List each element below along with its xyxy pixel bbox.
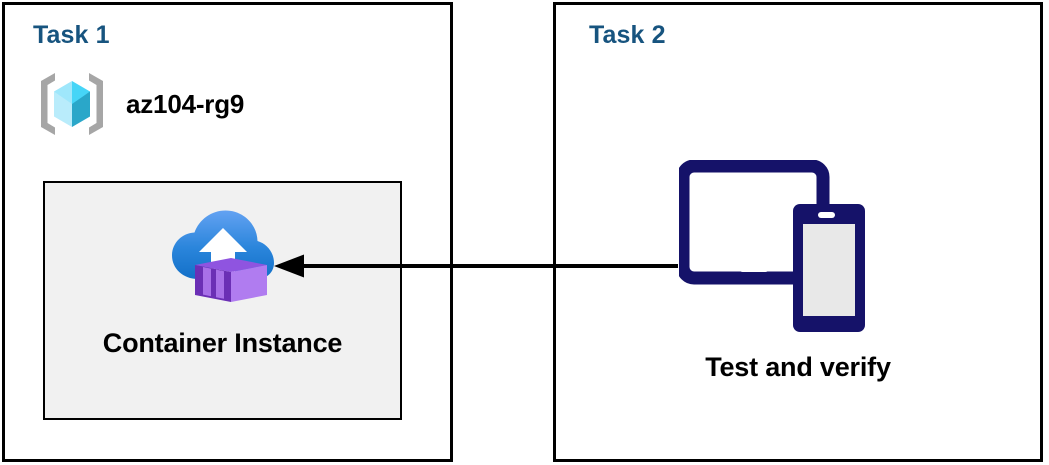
container-instance-box: Container Instance — [43, 181, 402, 420]
azure-container-instance-icon — [171, 210, 274, 302]
azure-resource-group-icon — [41, 73, 103, 135]
test-and-verify-caption: Test and verify — [705, 352, 891, 382]
container-instance-caption: Container Instance — [102, 328, 343, 358]
panel-task-1-title: Task 1 — [33, 21, 110, 49]
resource-group-label: az104-rg9 — [126, 88, 245, 119]
flow-arrow — [274, 254, 678, 278]
panel-task-1: Task 1 az104-rg9 — [2, 2, 453, 462]
panel-task-2-title: Task 2 — [589, 21, 666, 49]
tablet-and-phone-devices-icon — [679, 160, 865, 332]
resource-group-row: az104-rg9 — [35, 67, 244, 141]
